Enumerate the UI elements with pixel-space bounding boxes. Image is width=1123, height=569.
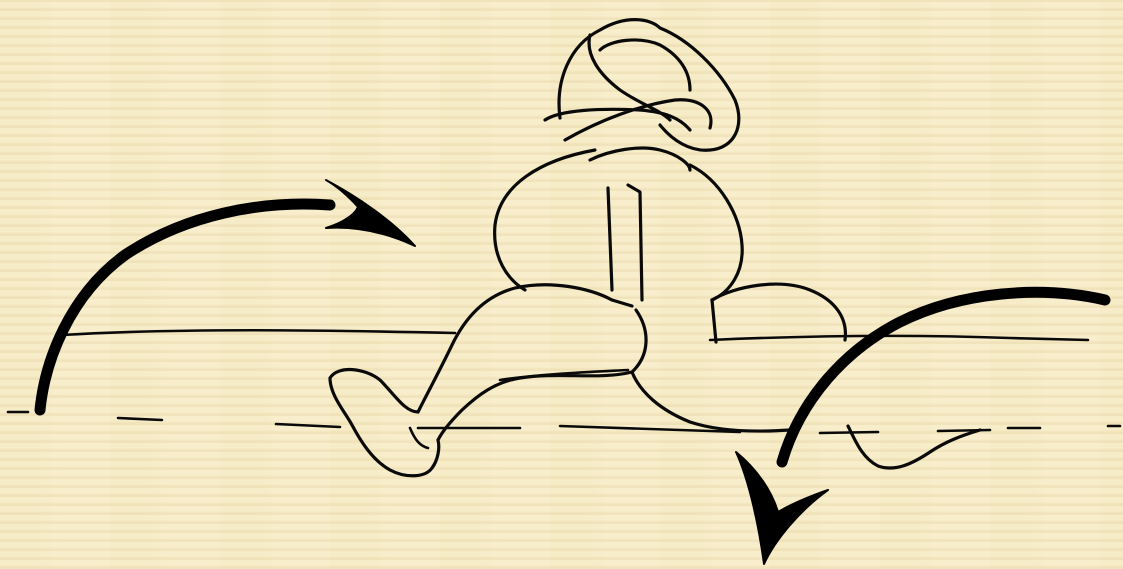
swimmer-left-foot xyxy=(330,370,439,476)
water-line-upper xyxy=(62,330,1088,340)
swimmer-arms xyxy=(545,35,711,140)
curved-arrow-down-icon xyxy=(736,292,1105,564)
curved-arrow-icon xyxy=(40,180,415,410)
swimmer-torso xyxy=(495,150,743,300)
swimmer-hip xyxy=(712,284,845,340)
swimmer-neck xyxy=(590,148,690,170)
swimmer-figure xyxy=(330,20,980,476)
swimmer-left-thigh xyxy=(418,285,612,412)
swimmer-hip-edge xyxy=(712,300,716,342)
water-line-lower-dashed xyxy=(8,412,1120,433)
swimmer-head xyxy=(559,20,739,151)
swimmer-right-leg xyxy=(632,372,790,431)
swimmer-spine xyxy=(608,185,642,306)
swimmer-left-ankle xyxy=(410,428,428,448)
